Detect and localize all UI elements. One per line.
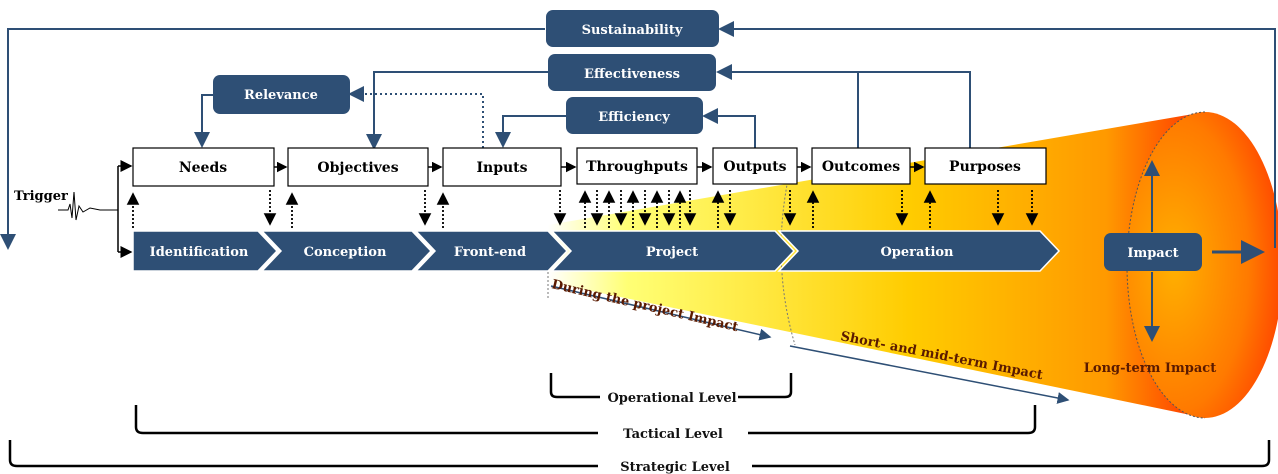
inputs-label: Inputs <box>476 160 527 176</box>
strategic-level-label: Strategic Level <box>620 460 730 474</box>
box-outputs: Outputs <box>712 147 798 185</box>
trigger-label: Trigger <box>14 189 68 204</box>
phase-operation <box>777 230 1061 272</box>
trigger: Trigger <box>14 160 133 258</box>
operation-label: Operation <box>880 245 954 260</box>
operational-level-label: Operational Level <box>607 391 736 406</box>
criteria-connectors <box>194 64 971 150</box>
relevance-label: Relevance <box>244 88 318 103</box>
identification-label: Identification <box>150 245 249 260</box>
long-term-impact-label: Long-term Impact <box>1084 361 1216 376</box>
strategic-bracket <box>8 440 1271 468</box>
phase-conception <box>260 230 433 272</box>
conception-label: Conception <box>304 245 387 260</box>
effectiveness-pill: Effectiveness <box>548 54 716 91</box>
project-label: Project <box>646 245 698 260</box>
phase-identification <box>132 230 279 272</box>
level-brackets <box>8 373 1271 468</box>
effectiveness-label: Effectiveness <box>584 67 680 82</box>
box-needs: Needs <box>132 147 275 187</box>
sustainability-loop <box>0 21 1276 250</box>
sustainability-pill: Sustainability <box>546 10 719 47</box>
tactical-level-label: Tactical Level <box>623 427 723 442</box>
tactical-bracket <box>134 405 1037 435</box>
efficiency-label: Efficiency <box>598 110 670 125</box>
phase-project <box>550 230 796 272</box>
outputs-label: Outputs <box>723 159 786 175</box>
box-purposes: Purposes <box>924 147 1047 185</box>
phase-chevrons: Identification Conception Front-end Proj… <box>132 230 1061 272</box>
front-end-label: Front-end <box>454 245 526 260</box>
impact-label: Impact <box>1127 246 1178 261</box>
sustainability-label: Sustainability <box>582 23 683 38</box>
trigger-signal-icon <box>58 191 118 221</box>
relevance-pill: Relevance <box>213 75 350 114</box>
box-outcomes: Outcomes <box>811 147 911 185</box>
needs-label: Needs <box>179 160 227 176</box>
operational-bracket <box>549 373 793 399</box>
outcomes-label: Outcomes <box>822 159 900 175</box>
box-objectives: Objectives <box>287 147 429 187</box>
objectives-label: Objectives <box>317 160 398 176</box>
phase-box-dotted-arrows <box>126 190 1039 228</box>
efficiency-pill: Efficiency <box>566 97 703 134</box>
box-inputs: Inputs <box>442 147 562 187</box>
impact-node: Impact <box>1104 160 1265 342</box>
phase-front-end <box>414 230 569 272</box>
box-throughputs: Throughputs <box>576 147 698 185</box>
purposes-label: Purposes <box>949 159 1021 175</box>
throughputs-label: Throughputs <box>586 159 688 175</box>
